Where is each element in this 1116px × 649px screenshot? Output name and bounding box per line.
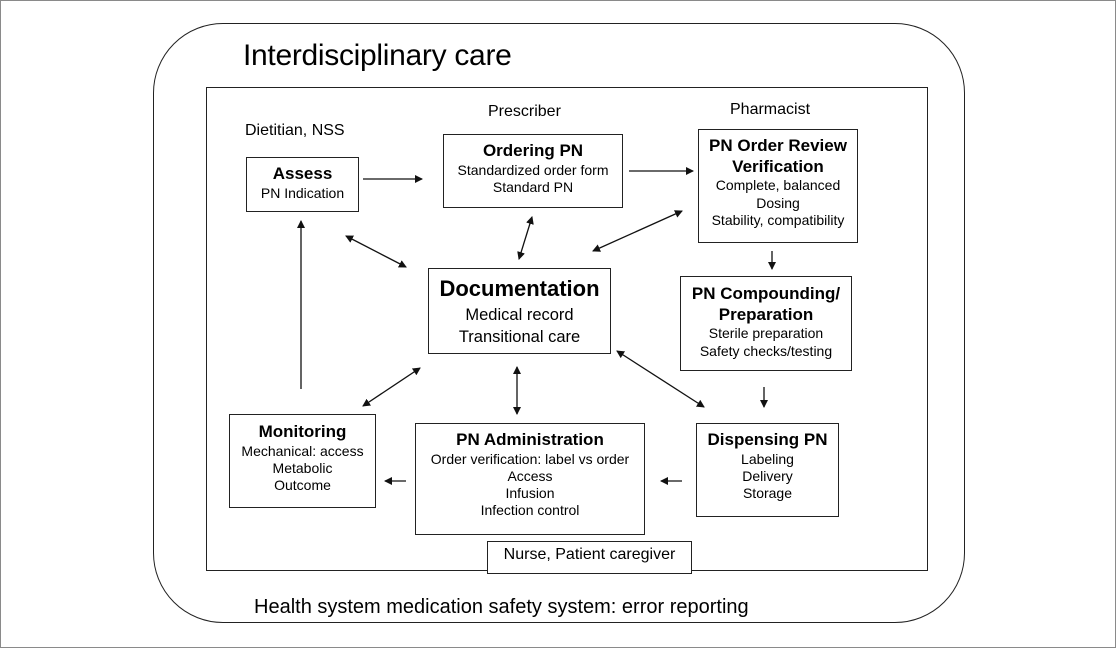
role-prescriber: Prescriber [488,103,561,120]
administration-box: PN Administration Order verification: la… [415,423,645,535]
assess-line: PN Indication [260,184,345,201]
order-review-title: Verification [732,156,824,176]
ordering-pn-line: Standardized order form [457,161,609,178]
documentation-title: Documentation [439,276,600,301]
role-nurse: Nurse, Patient caregiver [503,546,676,563]
order-review-line: Complete, balanced [715,177,841,194]
administration-line: Order verification: label vs order [430,450,630,467]
monitoring-line: Metabolic [272,459,333,476]
dispensing-line: Delivery [742,467,793,484]
compounding-title: Preparation [718,304,814,324]
dispensing-box: Dispensing PN Labeling Delivery Storage [696,423,839,517]
compounding-title: PN Compounding/ [691,284,841,303]
role-nurse-box: Nurse, Patient caregiver [487,541,692,574]
monitoring-line: Outcome [274,476,331,493]
administration-line: Infection control [480,501,580,518]
assess-box: Assess PN Indication [246,157,359,212]
order-review-box: PN Order Review Verification Complete, b… [698,129,858,243]
assess-title: Assess [272,164,333,183]
administration-line: Access [507,467,553,484]
interdisciplinary-care-frame [153,23,965,623]
dispensing-line: Storage [742,484,793,501]
documentation-line: Transitional care [458,327,581,346]
order-review-line: Dosing [756,194,800,211]
dispensing-line: Labeling [741,450,794,467]
ordering-pn-title: Ordering PN [482,141,584,160]
documentation-box: Documentation Medical record Transitiona… [428,268,611,354]
monitoring-title: Monitoring [258,422,347,441]
ordering-pn-box: Ordering PN Standardized order form Stan… [443,134,623,208]
compounding-line: Safety checks/testing [699,342,833,359]
dispensing-title: Dispensing PN [707,430,828,449]
order-review-title: PN Order Review [709,136,847,155]
ordering-pn-line: Standard PN [492,178,574,195]
administration-title: PN Administration [456,430,604,449]
footer-label: Health system medication safety system: … [254,596,749,618]
role-pharmacist: Pharmacist [730,101,811,118]
administration-line: Infusion [505,484,555,501]
role-dietitian: Dietitian, NSS [245,122,345,139]
compounding-line: Sterile preparation [708,325,824,342]
compounding-box: PN Compounding/ Preparation Sterile prep… [680,276,852,371]
monitoring-line: Mechanical: access [241,442,364,459]
documentation-line: Medical record [465,305,574,324]
diagram-title: Interdisciplinary care [243,39,512,72]
order-review-line: Stability, compatibility [711,211,845,228]
monitoring-box: Monitoring Mechanical: access Metabolic … [229,414,376,508]
